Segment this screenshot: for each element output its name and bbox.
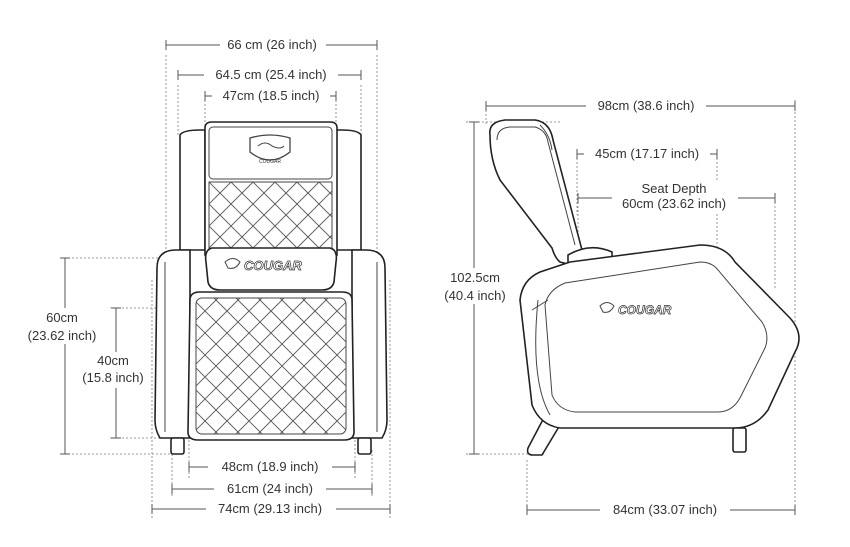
side-view: COUGAR 98cm (38.6 inch) 45cm (17.17 inch…: [436, 98, 800, 518]
seat-quilt-stitch: [196, 367, 263, 434]
side-logo-text: COUGAR: [618, 303, 672, 317]
back-quilt-stitch: [318, 182, 332, 196]
headrest-logo-text: COUGAR: [259, 159, 281, 165]
seat-quilt-stitch: [390, 298, 526, 434]
front-seat-height-label: 40cm: [97, 353, 129, 368]
back-quilt-stitch: [363, 182, 429, 248]
back-quilt-stitch: [385, 182, 451, 248]
front-backrest-width-label: 64.5 cm (25.4 inch): [215, 67, 326, 82]
back-quilt-stitch: [385, 182, 451, 248]
pillow-logo-text: COUGAR: [244, 258, 302, 273]
side-height-label: 102.5cm: [450, 270, 500, 285]
seat-quilt-stitch: [196, 298, 329, 431]
front-headrest-width-label: 47cm (18.5 inch): [223, 88, 320, 103]
seat-quilt-stitch: [301, 389, 346, 434]
side-chair-drawing: COUGAR: [488, 119, 800, 456]
front-overall-width-label: 66 cm (26 inch): [227, 37, 317, 52]
seat-quilt-stitch: [301, 298, 346, 343]
side-depth-label: 84cm (33.07 inch): [613, 502, 717, 517]
back-quilting: [209, 182, 451, 248]
seat-quilt-stitch: [196, 298, 241, 343]
front-view: COUGAR COUGAR 66 cm (26 inch): [20, 36, 526, 518]
front-total-height-inch-label: (23.62 inch): [28, 328, 97, 343]
headrest-logo-icon: COUGAR: [249, 134, 291, 165]
seat-quilt-stitch: [196, 298, 263, 365]
side-recline-length-label: 98cm (38.6 inch): [598, 98, 695, 113]
seat-quilting: [196, 298, 526, 434]
side-seat-depth-title: Seat Depth: [641, 181, 706, 196]
seat-quilt-stitch: [257, 345, 346, 434]
seat-quilt-stitch: [279, 298, 346, 365]
front-total-height-label: 60cm: [46, 310, 78, 325]
back-quilt-stitch: [318, 234, 332, 248]
front-seat-height-inch-label: (15.8 inch): [82, 370, 143, 385]
back-quilt-stitch: [296, 212, 332, 248]
side-arm-length-label: 45cm (17.17 inch): [595, 146, 699, 161]
front-base-width-label: 61cm (24 inch): [227, 481, 313, 496]
seat-quilt-stitch: [368, 298, 504, 434]
seat-quilt-stitch: [196, 298, 285, 387]
seat-quilt-stitch: [368, 298, 504, 434]
front-chair-drawing: COUGAR COUGAR: [154, 121, 526, 455]
seat-quilt-stitch: [213, 301, 346, 434]
side-logo-icon: COUGAR: [599, 302, 672, 317]
back-quilt-stitch: [363, 182, 429, 248]
front-full-width-label: 74cm (29.13 inch): [218, 501, 322, 516]
pillow-logo-icon: COUGAR: [224, 258, 303, 273]
seat-quilt-stitch: [235, 323, 346, 434]
seat-quilt-stitch: [279, 367, 346, 434]
seat-quilt-stitch: [196, 389, 241, 434]
side-height-inch-label: (40.4 inch): [444, 288, 505, 303]
seat-quilt-stitch: [196, 298, 307, 409]
seat-quilt-stitch: [390, 298, 526, 434]
front-seat-width-label: 48cm (18.9 inch): [222, 459, 319, 474]
side-seat-depth-label: 60cm (23.62 inch): [622, 196, 726, 211]
